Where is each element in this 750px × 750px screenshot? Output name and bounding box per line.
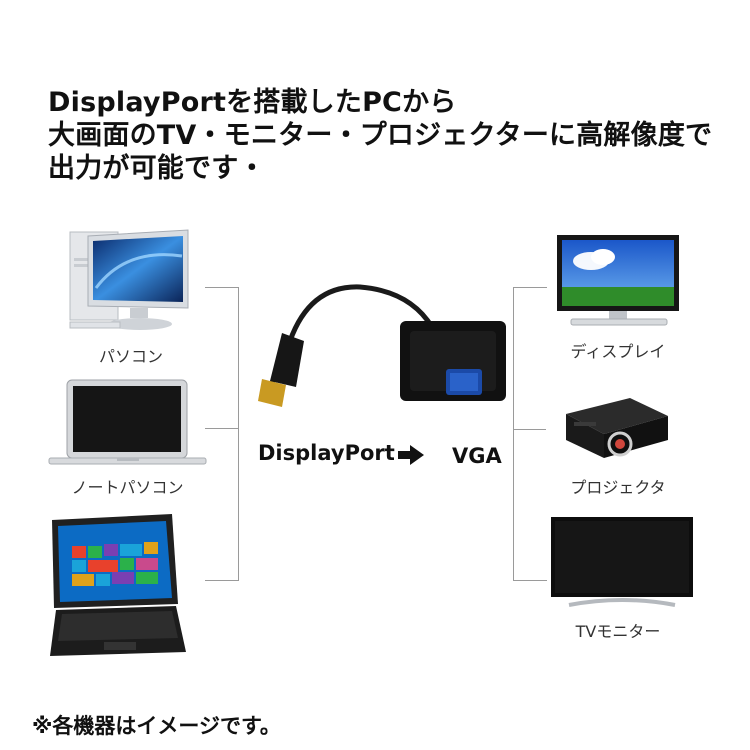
dp-to-vga-adapter-icon	[250, 283, 510, 413]
headline-line-2: 大画面のTV・モニター・プロジェクターに高解像度で	[48, 120, 713, 151]
target-label-tv: TVモニター	[575, 622, 661, 641]
headline-line-3: 出力が可能です・	[48, 153, 266, 184]
tv-monitor-icon	[549, 515, 695, 607]
projector-icon	[558, 392, 673, 464]
source-label-pc: パソコン	[98, 347, 163, 366]
headline-line-1: DisplayPortを搭載したPCから	[48, 87, 457, 118]
left-connector-bracket	[205, 287, 239, 581]
arrow-right-icon	[398, 445, 424, 465]
headline: DisplayPortを搭載したPCから 大画面のTV・モニター・プロジェクター…	[48, 86, 712, 185]
target-label-display: ディスプレイ	[570, 342, 666, 361]
desktop-pc-icon	[66, 228, 196, 336]
target-label-projector: プロジェクタ	[570, 478, 666, 497]
laptop-icon	[45, 378, 210, 470]
adapter-to-label: VGA	[452, 444, 502, 468]
adapter-from-label: DisplayPort	[258, 441, 395, 465]
display-monitor-icon	[553, 233, 683, 329]
tablet-keyboard-icon	[46, 512, 191, 658]
source-label-laptop: ノートパソコン	[71, 478, 184, 497]
left-connector-mid-line	[205, 428, 238, 429]
footnote: ※各機器はイメージです。	[32, 714, 281, 738]
right-connector-mid-line	[513, 429, 546, 430]
right-connector-bracket	[513, 287, 547, 581]
